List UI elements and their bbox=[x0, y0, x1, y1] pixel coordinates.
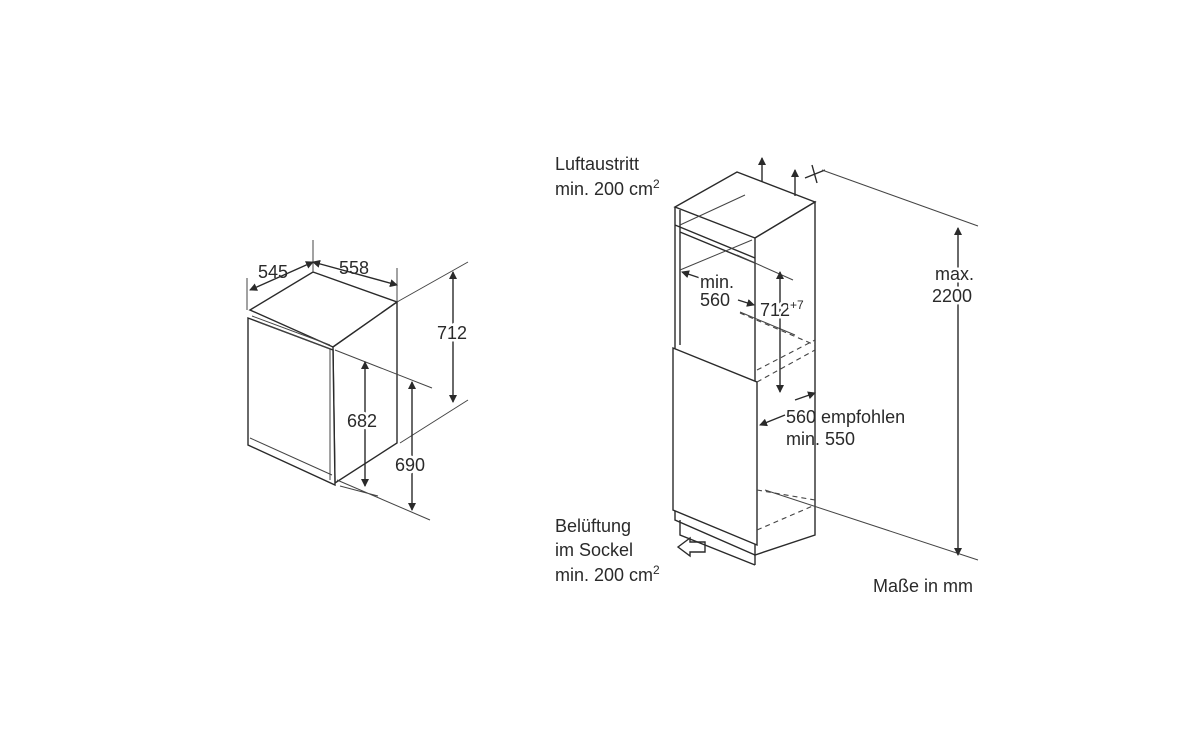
cabinet-depth-min: min. 550 bbox=[786, 429, 855, 449]
niche-width-label-line2: 560 bbox=[700, 290, 730, 310]
max-height-label-line1: max. bbox=[935, 264, 974, 284]
cabinet-drawing bbox=[672, 157, 979, 566]
niche-width-arrow-left bbox=[681, 270, 701, 279]
appliance-door bbox=[247, 316, 336, 487]
niche-extension-lines bbox=[396, 261, 469, 444]
depth-arrow-left bbox=[759, 414, 786, 427]
niche-width-arrow-right bbox=[737, 299, 755, 307]
ventilation-area: min. 200 cm2 bbox=[555, 563, 660, 585]
cabinet-front-frame bbox=[674, 207, 756, 556]
cabinet-plinth bbox=[679, 520, 756, 566]
air-inlet-arrow-icon bbox=[676, 536, 706, 558]
width-arrow bbox=[312, 259, 398, 288]
appliance-drawing bbox=[246, 240, 469, 521]
niche-width-label-line1: min. bbox=[700, 272, 734, 292]
cabinet-inner-lines bbox=[679, 194, 753, 271]
width-label: 558 bbox=[339, 258, 369, 278]
air-outlet-label: Luftaustritt bbox=[555, 154, 639, 174]
depth-arrow-right bbox=[794, 391, 816, 401]
depth-arrow bbox=[249, 261, 314, 291]
door-height-label: 682 bbox=[347, 411, 377, 431]
cabinet-depth-label: 560 empfohlen bbox=[786, 407, 905, 427]
door-edge-lines bbox=[249, 315, 333, 480]
units-note: Maße in mm bbox=[873, 576, 973, 596]
cabinet-side-face bbox=[754, 200, 816, 556]
niche-height-label: 712 bbox=[437, 323, 467, 343]
ventilation-location: im Sockel bbox=[555, 540, 633, 560]
ventilation-symbol-icon bbox=[804, 164, 826, 184]
depth-label: 545 bbox=[258, 262, 288, 282]
niche-height-label: 712+7 bbox=[760, 298, 804, 320]
max-height-extension-lines bbox=[764, 169, 979, 561]
max-height-label-line2: 2200 bbox=[932, 286, 972, 306]
ventilation-label: Belüftung bbox=[555, 516, 631, 536]
air-outlet-area: min. 200 cm2 bbox=[555, 177, 660, 199]
body-height-label: 690 bbox=[395, 455, 425, 475]
installed-appliance-door bbox=[672, 346, 758, 547]
